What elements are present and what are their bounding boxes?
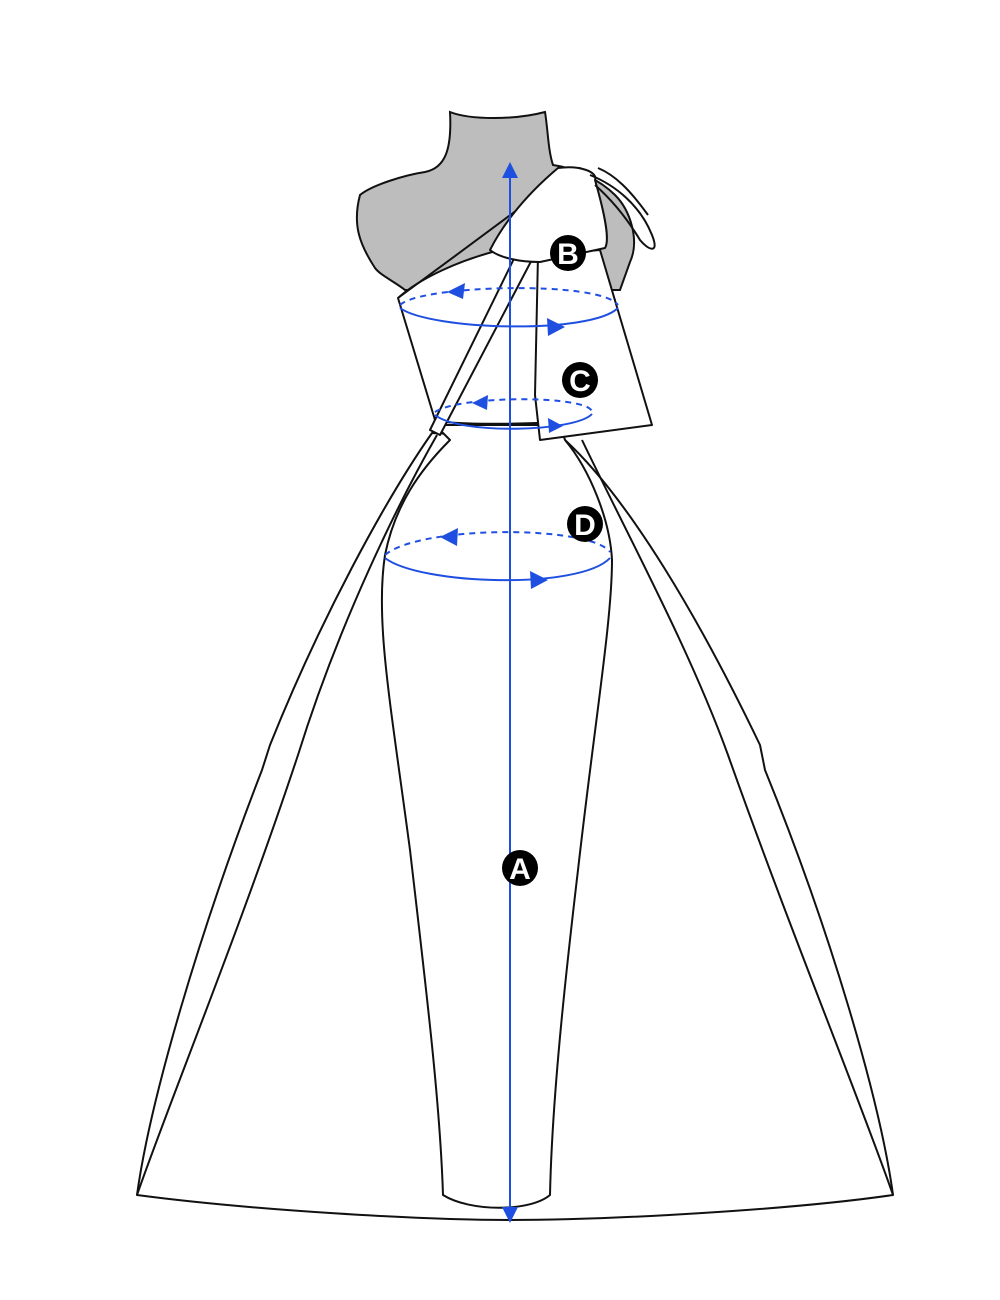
waist-arrow-front (548, 418, 563, 433)
measure-waist-front (434, 413, 593, 430)
bow-panel (534, 249, 653, 441)
waist-arrow-back (472, 395, 488, 410)
svg-text:D: D (574, 509, 596, 542)
bow-tie-end (597, 167, 649, 216)
hip-arrow-front (530, 571, 548, 589)
marker-a: A (502, 850, 538, 886)
measure-hip-back (384, 531, 611, 556)
overskirt-inner-right (581, 439, 894, 1196)
marker-b: B (550, 235, 586, 271)
svg-text:C: C (569, 365, 591, 398)
bow-tie-loop (589, 174, 656, 250)
svg-text:A: A (509, 853, 531, 886)
marker-c: C (562, 362, 598, 398)
measure-bust-front (399, 307, 619, 328)
marker-d: D (567, 506, 603, 542)
hip-arrow-back (440, 528, 458, 546)
measure-waist-back (434, 398, 593, 413)
measure-bust-back (399, 287, 619, 306)
svg-text:B: B (557, 238, 579, 271)
measure-hip-front (384, 557, 611, 582)
overskirt-inner-left (136, 434, 438, 1196)
bust-arrow-back (447, 283, 465, 299)
bust-arrow-front (547, 318, 565, 336)
